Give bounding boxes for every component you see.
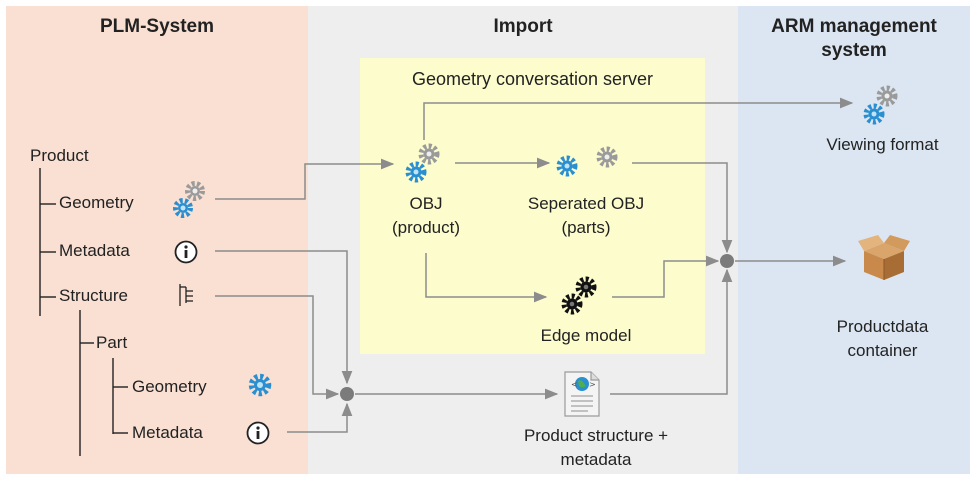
obj-label-line1: OBJ xyxy=(409,194,443,213)
plm-system-title: PLM-System xyxy=(99,16,215,37)
plm-tree-lines xyxy=(39,168,128,456)
info-icon xyxy=(174,240,198,264)
product-structure-line2: metadata xyxy=(560,450,632,469)
gear-icon xyxy=(556,155,578,177)
arm-title-line1: ARM management xyxy=(771,16,937,37)
link-edge-merge xyxy=(612,255,720,298)
link-obj-viewing xyxy=(423,97,854,140)
svg-text:<: < xyxy=(571,380,578,389)
tree-product: Product xyxy=(30,146,89,165)
gears-icon xyxy=(561,276,597,315)
geometry-server-box xyxy=(360,58,705,354)
product-structure-label: Product structure + metadata xyxy=(478,424,714,472)
merge-node-bottom xyxy=(340,387,354,401)
merge-node-top xyxy=(720,254,734,268)
tree-part-metadata: Metadata xyxy=(132,423,203,442)
gears-icon xyxy=(863,85,898,125)
tree-geometry: Geometry xyxy=(59,193,134,212)
link-obj-edge xyxy=(425,253,548,303)
server-title: Geometry conversation server xyxy=(411,69,654,89)
link-structure-merge xyxy=(215,295,340,400)
arm-title-line2: system xyxy=(821,40,887,61)
link-partmeta-merge xyxy=(287,402,353,433)
obj-label-line2: (product) xyxy=(391,218,461,237)
tree-part: Part xyxy=(96,333,128,352)
container-label-line2: container xyxy=(847,341,918,360)
viewing-format-label: Viewing format xyxy=(826,135,939,154)
productdata-container-label: Productdata container xyxy=(800,315,965,363)
link-document-merge xyxy=(610,268,733,395)
separated-label-line1: Seperated OBJ xyxy=(527,194,645,213)
link-geometry-obj xyxy=(215,158,395,200)
gear-icon xyxy=(596,146,618,168)
arm-panel xyxy=(738,6,970,474)
edge-model-label: Edge model xyxy=(540,326,632,345)
plm-system-panel xyxy=(6,6,308,474)
product-structure-line1: Product structure + xyxy=(523,426,669,445)
arm-title: ARM management system xyxy=(738,15,970,63)
separated-label-line2: (parts) xyxy=(561,218,611,237)
separated-obj-label: Seperated OBJ (parts) xyxy=(510,192,662,240)
tree-metadata: Metadata xyxy=(59,241,130,260)
tree-structure: Structure xyxy=(59,286,128,305)
document-globe-icon: < > xyxy=(564,371,600,417)
link-separated-merge xyxy=(632,162,733,254)
container-label-line1: Productdata xyxy=(836,317,929,336)
gears-icon xyxy=(405,143,440,183)
obj-product-label: OBJ (product) xyxy=(368,192,484,240)
gears-icon xyxy=(173,181,205,218)
gear-icon xyxy=(248,373,272,397)
box-icon xyxy=(858,235,910,280)
structure-tree-icon xyxy=(179,284,193,306)
svg-text:>: > xyxy=(589,380,596,389)
import-title: Import xyxy=(493,16,553,37)
link-metadata-merge xyxy=(215,250,353,385)
tree-part-geometry: Geometry xyxy=(132,377,207,396)
info-icon xyxy=(246,421,270,445)
